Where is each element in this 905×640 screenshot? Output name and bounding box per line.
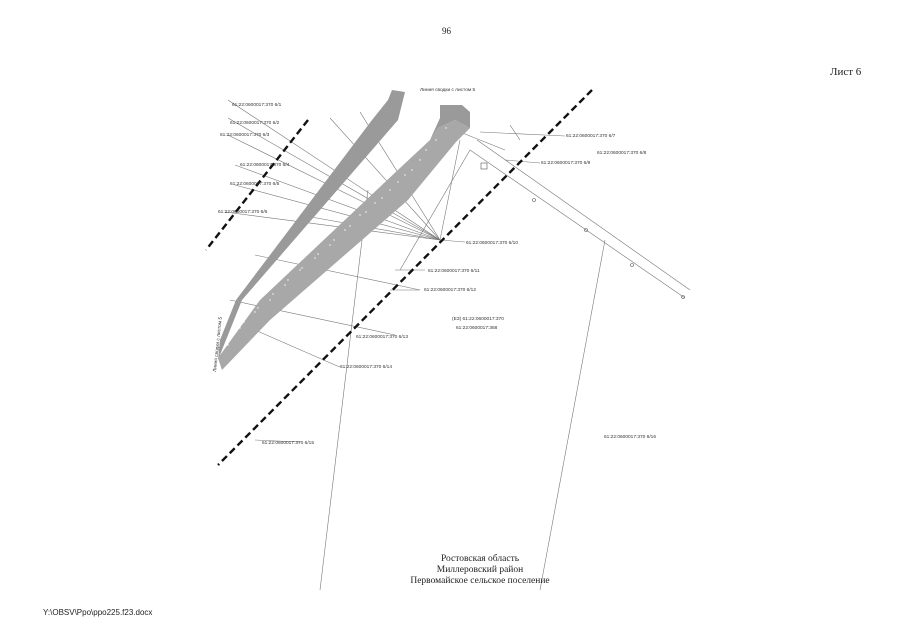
parcel-label: 61:22:0600017:370 6/10 xyxy=(466,240,518,246)
parcel-label: 61:22:0600017:370 6/7 xyxy=(566,133,616,139)
region-line-1: Ростовская область xyxy=(440,554,520,564)
central-label-line1: (ЕЗ) 61:22:0600017:370 xyxy=(452,316,504,322)
parcel-label: 61:22:0600017:370 6/14 xyxy=(340,364,392,370)
parcel-label: 61:22:0600017:370 6/13 xyxy=(356,334,408,340)
region-line-3: Первомайское сельское поселение xyxy=(410,576,550,586)
survey-lines xyxy=(224,99,691,591)
parcel-label: 61:22:0600017:370 6/16 xyxy=(604,434,656,440)
parcel-label: 61:22:0600017:370 6/4 xyxy=(240,162,290,168)
sheet-label: Лист 6 xyxy=(830,66,862,78)
page-number: 96 xyxy=(442,26,451,36)
point-markers xyxy=(480,162,685,299)
parcel-label: 61:22:0600017:370 6/12 xyxy=(424,287,476,293)
parcel-label: 61:22:0600017:370 6/5 xyxy=(230,181,280,187)
file-path: Y:\OBSV\Ppo\ppo225.f23.docx xyxy=(43,608,153,617)
central-label-line2: 61:22:0600017:368 xyxy=(456,325,498,331)
parcel-label: 61:22:0600017:370 6/6 xyxy=(218,209,268,215)
parcel-label: 61:22:0600017:370 6/2 xyxy=(230,120,280,126)
boundary-lines xyxy=(205,89,593,466)
parcel-label: 61:22:0600017:370 6/15 xyxy=(262,440,314,446)
region-caption: Ростовская область Миллеровский район Пе… xyxy=(380,554,580,587)
parcel-label: 61:22:0600017:370 6/8 xyxy=(597,150,647,156)
region-line-2: Миллеровский район xyxy=(436,565,524,575)
parcel-label: 61:22:0600017:370 6/9 xyxy=(541,160,591,166)
parcel-label: 61:22:0600017:370 6/11 xyxy=(428,268,480,274)
parcel-label: 61:22:0600017:370 6/1 xyxy=(232,102,282,108)
match-line-top-label: Линия сводки с листом 5 xyxy=(420,87,476,93)
match-line-left-label: Линия сводки с листом 5 xyxy=(212,316,224,372)
parcel-labels: 61:22:0600017:370 6/1 61:22:0600017:370 … xyxy=(212,87,656,446)
parcel-label: 61:22:0600017:370 6/3 xyxy=(220,132,270,138)
road-band xyxy=(218,90,470,370)
